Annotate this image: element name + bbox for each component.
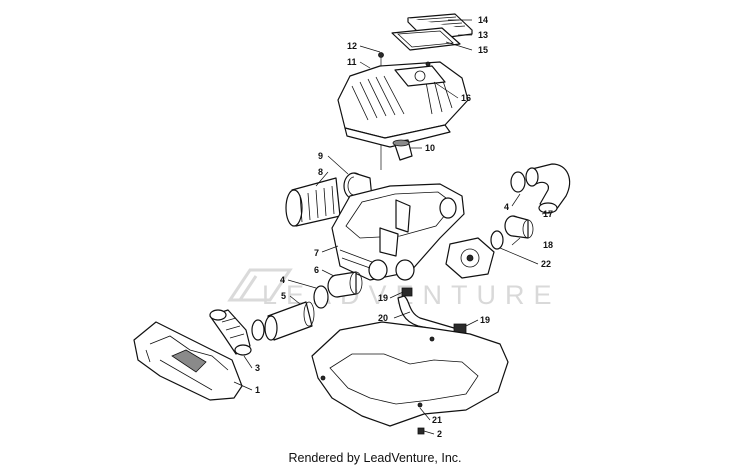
part-intake-tube[interactable]: [264, 301, 315, 341]
callout-13: 13: [478, 30, 488, 40]
part-air-filter[interactable]: [285, 177, 341, 227]
watermark-logo: [227, 268, 293, 302]
part-throttle-clamp[interactable]: [490, 230, 504, 250]
callout-10: 10: [425, 143, 435, 153]
callout-11: 11: [347, 57, 357, 67]
callout-19-top: 19: [378, 293, 388, 303]
callout-labels: 14 13 15 12 11 16 10 9 8 4 17 7 18 22 6 …: [255, 15, 553, 439]
part-lower-elbow[interactable]: [209, 309, 252, 356]
callout-16: 16: [461, 93, 471, 103]
callout-12: 12: [347, 41, 357, 51]
part-side-duct[interactable]: [133, 321, 243, 401]
callout-19-bottom: 19: [480, 315, 490, 325]
callout-9: 9: [318, 151, 323, 161]
part-intake-duct[interactable]: [392, 139, 413, 161]
callout-4-lower: 4: [280, 275, 285, 285]
callout-22: 22: [541, 259, 551, 269]
callout-1: 1: [255, 385, 260, 395]
part-elbow-boot[interactable]: [525, 163, 571, 214]
part-airbox-base[interactable]: [331, 183, 465, 281]
callout-17: 17: [543, 209, 553, 219]
callout-14: 14: [478, 15, 488, 25]
leader-lines: [233, 19, 551, 435]
callout-4-upper: 4: [504, 202, 509, 212]
callout-20: 20: [378, 313, 388, 323]
callout-2: 2: [437, 429, 442, 439]
part-hose-clamp-top[interactable]: [401, 287, 413, 297]
part-fastener[interactable]: [417, 427, 425, 435]
part-hose-clamp-lower[interactable]: [313, 285, 329, 309]
callout-21: 21: [432, 415, 442, 425]
callout-15: 15: [478, 45, 488, 55]
callout-7: 7: [314, 248, 319, 258]
part-intake-coupler[interactable]: [327, 271, 363, 298]
callout-5: 5: [281, 291, 286, 301]
part-skid-plate[interactable]: [311, 321, 509, 427]
part-coupler[interactable]: [504, 215, 534, 239]
part-airbox-lid[interactable]: [337, 61, 469, 148]
callout-3: 3: [255, 363, 260, 373]
callout-18: 18: [543, 240, 553, 250]
footer-credit: Rendered by LeadVenture, Inc.: [288, 451, 462, 465]
part-hose-clamp-upper[interactable]: [510, 171, 526, 193]
part-tube-clamp[interactable]: [251, 319, 265, 341]
callout-6: 6: [314, 265, 319, 275]
callout-8: 8: [318, 167, 323, 177]
part-throttle-body[interactable]: [445, 237, 495, 279]
